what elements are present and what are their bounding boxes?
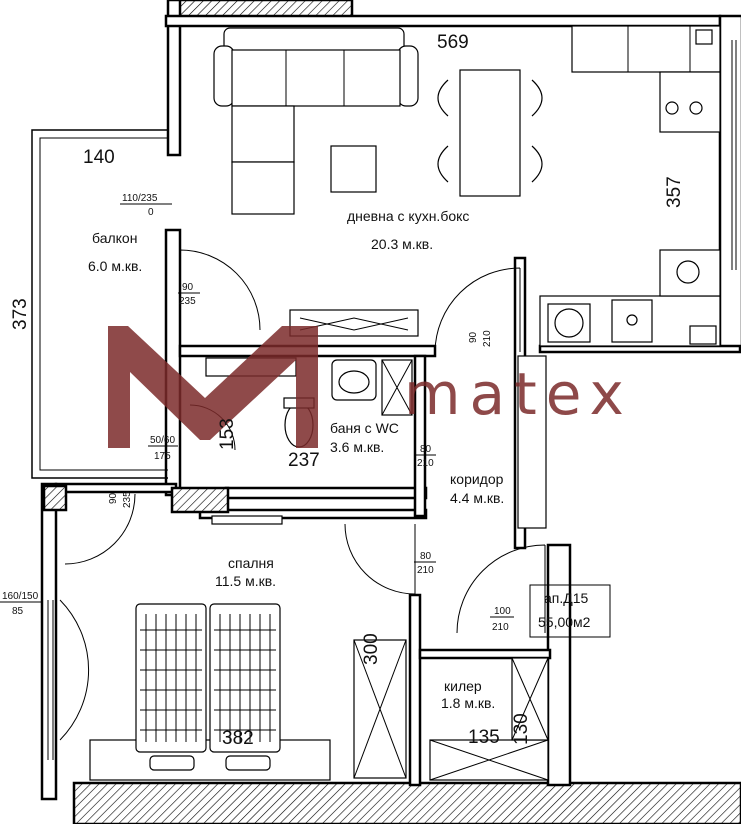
dimension-373: 373 bbox=[10, 298, 31, 330]
coffee-table bbox=[330, 145, 377, 193]
opening-1-top: 110/235 bbox=[122, 193, 158, 204]
wardrobe bbox=[353, 639, 407, 779]
dimension-135: 135 bbox=[468, 727, 500, 748]
right-windows bbox=[731, 40, 737, 270]
opening-4-bottom: 175 bbox=[154, 451, 171, 462]
opening-7-bottom: 210 bbox=[417, 565, 434, 576]
apartment-area: 55,00м2 bbox=[538, 614, 591, 630]
opening-3-bottom: 210 bbox=[482, 330, 493, 347]
door-swings bbox=[59, 249, 546, 741]
closet-area: 1.8 м.кв. bbox=[441, 695, 495, 711]
opening-2-bottom: 235 bbox=[179, 296, 196, 307]
opening-8-top: 160/150 bbox=[2, 591, 39, 602]
dining-set bbox=[437, 69, 543, 197]
kitchen-counter-bottom bbox=[539, 249, 721, 347]
bathroom-area: 3.6 м.кв. bbox=[330, 439, 384, 455]
balcony-area: 6.0 м.кв. bbox=[88, 258, 142, 274]
opening-8-bottom: 85 bbox=[12, 606, 24, 617]
opening-6-top: 90 bbox=[108, 492, 119, 504]
opening-1-bottom: 0 bbox=[148, 207, 154, 218]
opening-7-top: 80 bbox=[420, 551, 432, 562]
column-mid bbox=[170, 486, 230, 514]
dimension-569: 569 bbox=[437, 32, 469, 53]
opening-6-bottom: 235 bbox=[122, 491, 133, 508]
dimension-140: 140 bbox=[83, 147, 115, 168]
opening-9-bottom: 210 bbox=[492, 622, 509, 633]
dimension-300: 300 bbox=[361, 633, 382, 665]
opening-3-top: 90 bbox=[468, 331, 479, 343]
opening-9-top: 100 bbox=[494, 606, 511, 617]
dimension-237: 237 bbox=[288, 450, 320, 471]
opening-4-top: 50/60 bbox=[150, 435, 175, 446]
column-left bbox=[42, 484, 68, 512]
living-room-name: дневна с кухн.бокс bbox=[347, 208, 469, 224]
watermark-logo: matex bbox=[108, 326, 633, 448]
dimension-357: 357 bbox=[664, 176, 685, 208]
corridor-cabinet bbox=[517, 355, 547, 529]
corridor-area: 4.4 м.кв. bbox=[450, 490, 504, 506]
opening-2-top: 90 bbox=[182, 282, 194, 293]
bottom-hatched-wall bbox=[72, 781, 741, 824]
apartment-label-box bbox=[529, 584, 611, 638]
bathroom-name: баня с WC bbox=[330, 420, 399, 436]
corridor-name: коридор bbox=[450, 471, 504, 487]
dimension-130: 130 bbox=[511, 713, 532, 745]
watermark-text: matex bbox=[404, 360, 633, 428]
balcony-outline bbox=[31, 129, 168, 479]
closet-name: килер bbox=[444, 678, 482, 694]
living-room-area: 20.3 м.кв. bbox=[371, 236, 433, 252]
beds bbox=[89, 603, 331, 781]
bedroom-radiator bbox=[211, 515, 283, 525]
dimension-153: 153 bbox=[217, 418, 238, 450]
outer-walls bbox=[40, 0, 741, 801]
sofa bbox=[213, 27, 419, 215]
bedroom-area: 11.5 м.кв. bbox=[215, 573, 276, 589]
closet-shelves bbox=[429, 657, 549, 781]
kitchen-counter-top bbox=[571, 25, 721, 133]
apartment-id: ап.Д15 bbox=[544, 590, 589, 606]
bedroom-window bbox=[47, 600, 54, 760]
opening-5-top: 80 bbox=[420, 444, 432, 455]
dimension-382: 382 bbox=[222, 728, 254, 749]
bedroom-name: спалня bbox=[228, 555, 274, 571]
balcony-name: балкон bbox=[92, 230, 137, 246]
opening-5-bottom: 210 bbox=[417, 458, 434, 469]
